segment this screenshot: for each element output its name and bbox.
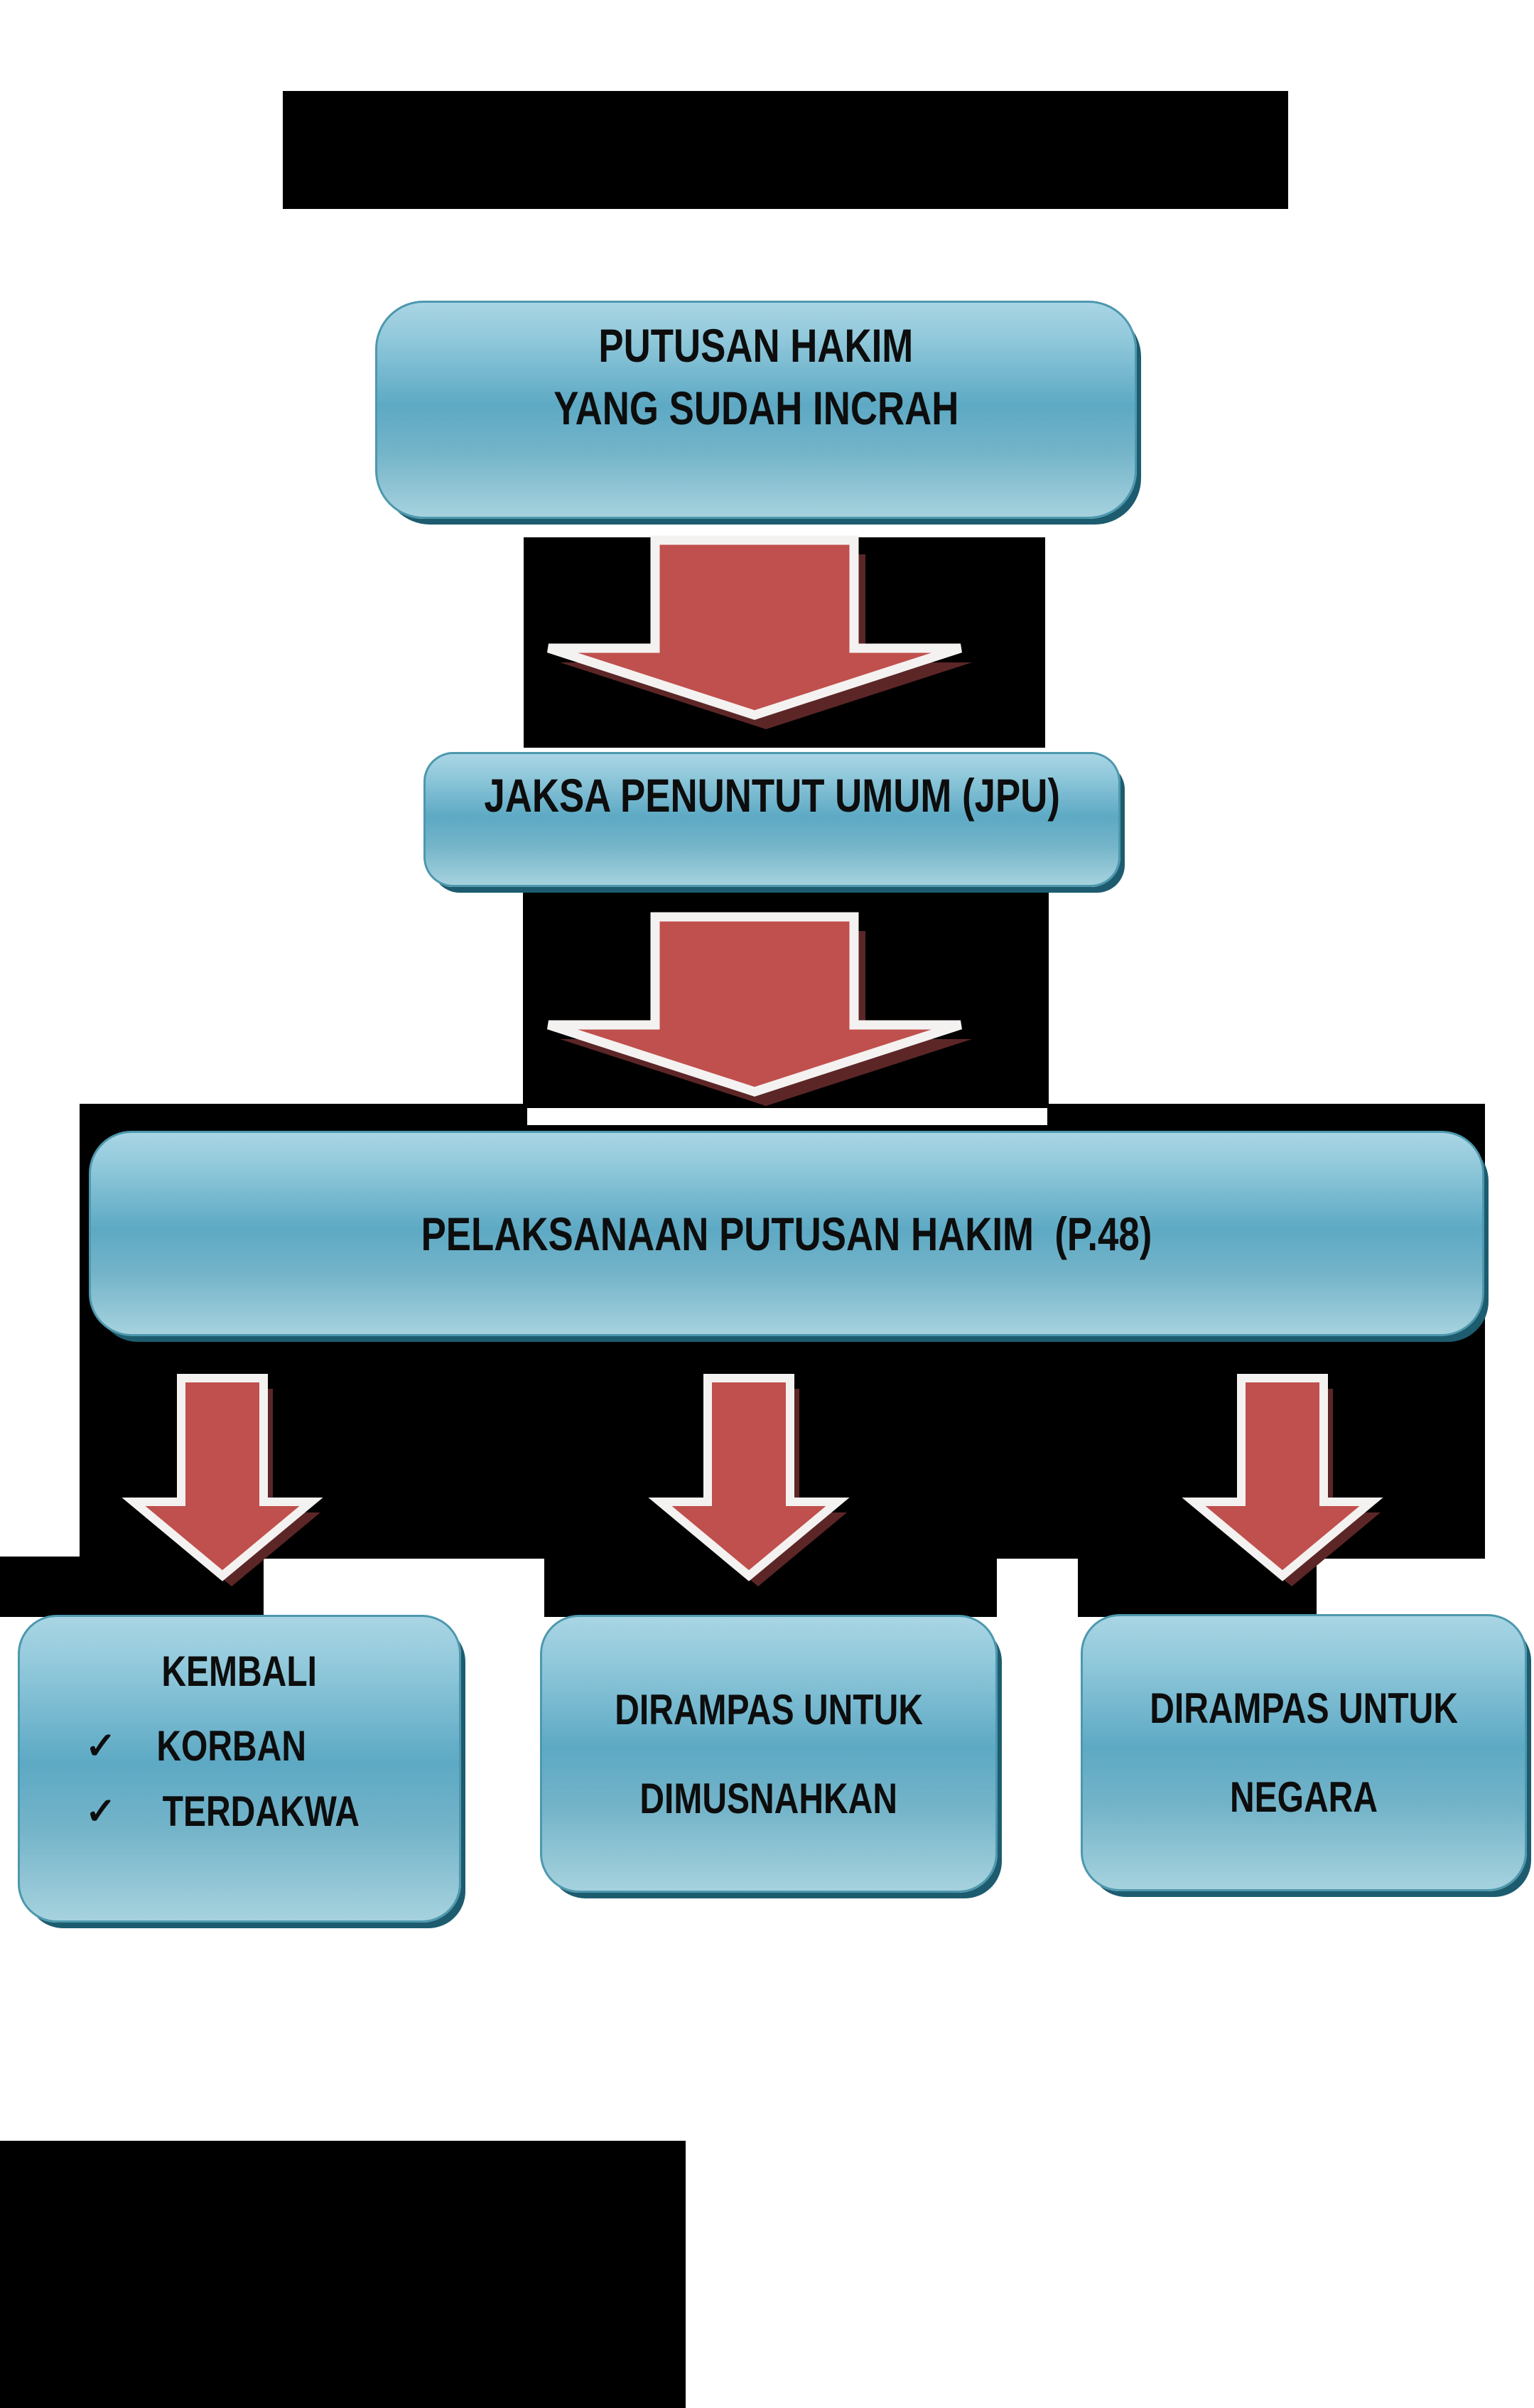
node-label: PELAKSANAAN PUTUSAN HAKIM (P.48) xyxy=(421,1207,1152,1260)
node-label: NEGARA xyxy=(1229,1773,1378,1821)
list-item: ✓ TERDAKWA xyxy=(20,1779,459,1844)
node-jaksa-penuntut-umum: JAKSA PENUNTUT UMUM (JPU) xyxy=(423,752,1120,887)
node-putusan-hakim: PUTUSAN HAKIM YANG SUDAH INCRAH xyxy=(375,301,1137,519)
node-kembali: KEMBALI ✓ KORBAN ✓ TERDAKWA xyxy=(18,1615,461,1923)
list-item-label: KORBAN xyxy=(156,1722,306,1770)
node-label: YANG SUDAH INCRAH xyxy=(553,382,959,434)
backdrop-gap xyxy=(527,1108,1047,1125)
list-item: ✓ KORBAN xyxy=(20,1714,459,1779)
node-dirampas-negara: DIRAMPAS UNTUK NEGARA xyxy=(1081,1614,1527,1891)
node-label: JAKSA PENUNTUT UMUM (JPU) xyxy=(484,769,1060,822)
check-icon: ✓ xyxy=(85,1726,117,1767)
list-item-label: TERDAKWA xyxy=(162,1788,360,1835)
node-label: DIRAMPAS UNTUK xyxy=(1150,1684,1458,1732)
node-pelaksanaan-putusan: PELAKSANAAN PUTUSAN HAKIM (P.48) xyxy=(89,1131,1484,1336)
backdrop-bottom-band xyxy=(0,2141,686,2408)
node-dirampas-dimusnahkan: DIRAMPAS UNTUK DIMUSNAHKAN xyxy=(540,1615,998,1893)
check-icon: ✓ xyxy=(85,1791,117,1832)
down-arrow-icon xyxy=(546,912,972,1106)
node-label: PUTUSAN HAKIM xyxy=(598,319,914,372)
title-block xyxy=(283,91,1288,209)
node-label: DIRAMPAS UNTUK xyxy=(615,1685,923,1734)
node-label: KEMBALI xyxy=(161,1648,318,1695)
down-arrow-icon xyxy=(546,535,972,729)
node-label: DIMUSNAHKAN xyxy=(639,1774,898,1822)
down-arrow-icon xyxy=(1182,1374,1383,1586)
down-arrow-icon xyxy=(648,1374,850,1586)
kembali-list: ✓ KORBAN ✓ TERDAKWA xyxy=(20,1714,459,1844)
down-arrow-icon xyxy=(121,1374,323,1586)
